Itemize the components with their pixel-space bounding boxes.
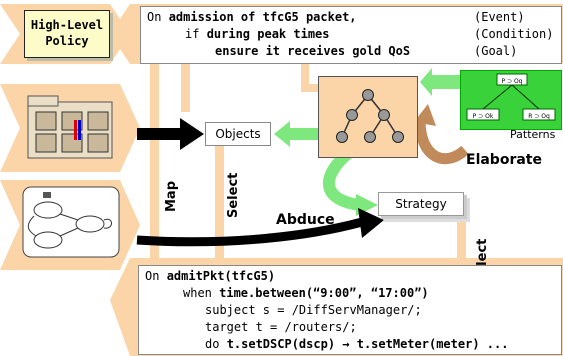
- abduce-label: Abduce: [276, 212, 335, 228]
- high-level-policy-text: High-Level Policy: [30, 18, 104, 48]
- elaborate-arrow-head: [414, 104, 436, 126]
- policy-line-event: On admission of tfcG5 packet,: [147, 10, 357, 24]
- statechart-icon: [22, 186, 120, 258]
- code-line-on: On admitPkt(tfcG5): [145, 269, 276, 283]
- patterns-label: Patterns: [510, 128, 556, 141]
- map-label: Map: [164, 180, 179, 212]
- policy-tag-event: (Event): [474, 10, 525, 24]
- pattern-right-label: R ⊃ Oq: [528, 113, 550, 120]
- policy-tag-condition: (Condition): [474, 27, 554, 41]
- elaborate-arrow: [414, 119, 469, 165]
- patterns-box: P ⊃ Oq P ⊃ Ok R ⊃ Oq: [460, 70, 562, 130]
- map-arrow-shaft: [150, 40, 159, 262]
- elaborate-label: Elaborate: [466, 152, 542, 168]
- code-line-subject: subject s = /DiffServManager/;: [205, 303, 422, 317]
- code-line-do: do t.setDSCP(dscp) → t.setMeter(meter) .…: [205, 337, 509, 351]
- policy-line-condition: if during peak times: [185, 27, 330, 41]
- select-left-shaft: [181, 40, 190, 112]
- select-left-shaft2: [215, 140, 224, 264]
- code-line-target: target t = /routers/;: [205, 320, 357, 334]
- statechart-to-strategy-head: [358, 208, 384, 238]
- pattern-top-label: P ⊃ Oq: [502, 78, 523, 85]
- patterns-to-tree-arrow: [420, 68, 460, 96]
- statechart-to-strategy-arrow: [136, 217, 364, 247]
- policy-statement-box: On admission of tfcG5 packet, (Event) if…: [140, 6, 562, 64]
- goal-to-tree-arrow: [301, 62, 318, 92]
- high-level-policy-badge: High-Level Policy: [24, 10, 110, 58]
- policy-tag-goal: (Goal): [474, 44, 518, 58]
- strategy-box: Strategy: [378, 192, 464, 216]
- select-left-label: Select: [226, 172, 241, 218]
- pattern-tree-icon: P ⊃ Oq P ⊃ Ok R ⊃ Oq: [466, 73, 556, 121]
- policy-code-box: On admitPkt(tfcG5) when time.between(“9:…: [138, 265, 562, 355]
- folder-to-objects-arrow: [137, 118, 204, 150]
- policy-line-goal: ensure it receives gold QoS: [215, 44, 411, 58]
- object-folder-icon: [27, 95, 113, 159]
- tree-diagram-box: [318, 76, 418, 158]
- objects-box: Objects: [205, 122, 271, 146]
- tree-icon: [336, 89, 404, 143]
- pattern-left-label: P ⊃ Ok: [473, 113, 494, 120]
- tree-to-objects-arrow: [274, 121, 318, 147]
- code-line-when: when time.between(“9:00”, “17:00”): [183, 286, 429, 300]
